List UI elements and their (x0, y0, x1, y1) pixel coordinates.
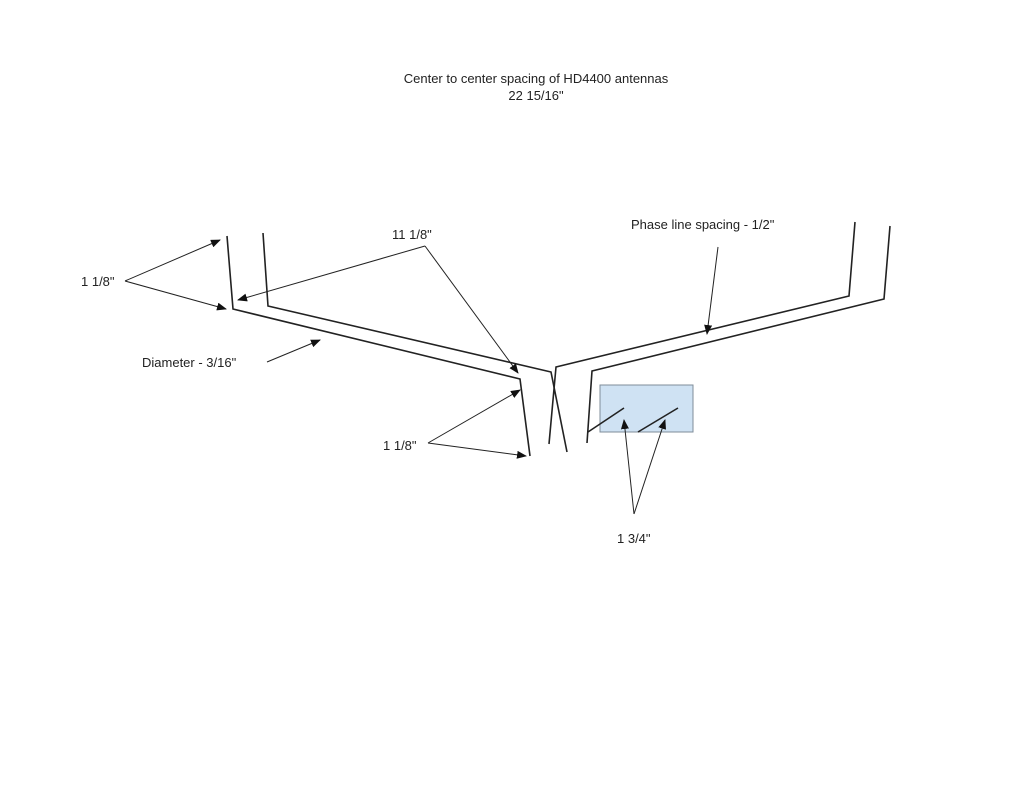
arrow (704, 246, 719, 335)
title-line-2: 22 15/16" (508, 88, 564, 103)
right-element-outer (548, 221, 856, 445)
arrow (424, 245, 519, 374)
label-box-spacing: 1 3/4" (617, 531, 651, 546)
arrow (124, 239, 221, 282)
label-length: 11 1/8" (392, 227, 432, 242)
arrow (124, 280, 227, 311)
box-line-1 (587, 407, 625, 433)
phasing-box (599, 384, 694, 433)
label-lower-gap: 1 1/8" (383, 438, 417, 453)
arrow (237, 245, 426, 302)
arrow (633, 419, 666, 515)
label-phase-spacing: Phase line spacing - 1/2" (631, 217, 775, 232)
arrow (427, 389, 521, 444)
left-element-inner (262, 232, 568, 453)
title-line-1: Center to center spacing of HD4400 anten… (404, 71, 669, 86)
label-upper-gap: 1 1/8" (81, 274, 115, 289)
label-diameter: Diameter - 3/16" (142, 355, 237, 370)
right-element-inner (586, 225, 891, 444)
arrow (620, 419, 635, 515)
left-element-outer (226, 235, 531, 457)
box-line-2 (637, 407, 679, 433)
arrow (266, 339, 321, 363)
arrow (427, 442, 527, 459)
